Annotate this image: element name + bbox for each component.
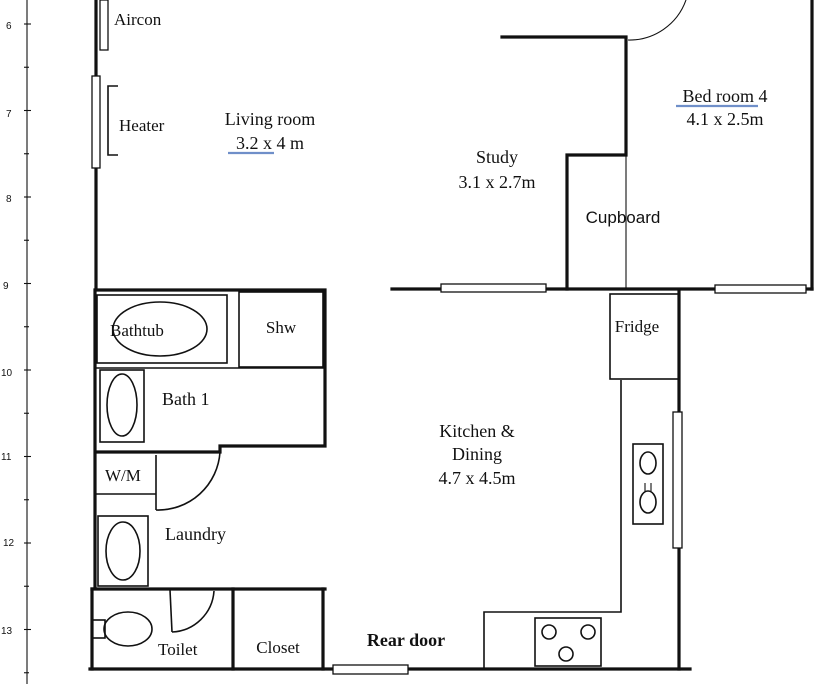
rear-door-icon [332, 664, 409, 675]
laundry-tub-frame [97, 515, 149, 587]
ruler-mark: 11 [1, 452, 12, 463]
living-room-name: Living room [225, 109, 316, 129]
toilet-label: Toilet [158, 640, 198, 659]
closet-label: Closet [256, 638, 300, 657]
window-icon [91, 75, 101, 169]
bedroom-name: Bed room 4 [683, 86, 768, 106]
kitchen-size: 4.7 x 4.5m [438, 468, 515, 488]
wall-bathroom [94, 288, 327, 454]
bathtub-frame [96, 294, 228, 364]
bathtub-icon [112, 301, 208, 357]
fridge-frame [609, 293, 680, 380]
cistern-icon [91, 619, 106, 639]
study-name: Study [476, 147, 518, 167]
heater-unit [91, 75, 118, 169]
bedroom-size: 4.1 x 2.5m [686, 109, 763, 129]
toilet-door-leaf [169, 589, 173, 633]
heater-label: Heater [119, 116, 165, 135]
kitchen-name: Kitchen & [439, 421, 514, 441]
basin-icon [106, 373, 138, 437]
kitchen-name-line2: Dining [452, 444, 502, 464]
ruler-ticks [24, 23, 31, 674]
sink-icon [632, 443, 664, 525]
laundry-tub-icon [105, 521, 141, 581]
bath1-label: Bath 1 [162, 389, 210, 409]
shower-label: Shw [266, 318, 297, 337]
shower-frame [238, 291, 324, 368]
ruler-mark: 6 [6, 21, 12, 32]
cupboard-label: Cupboard [586, 208, 661, 227]
aircon-icon [99, 0, 109, 51]
laundry-label: Laundry [165, 524, 226, 544]
ruler-mark: 8 [6, 194, 12, 205]
ruler-mark: 7 [6, 109, 12, 120]
fridge-label: Fridge [615, 317, 659, 336]
toilet-icon [103, 611, 153, 647]
bedroom-door-swing [627, 0, 687, 41]
cooktop-icon [534, 617, 602, 667]
living-room-size: 3.2 x 4 m [236, 133, 304, 153]
rear-door-label: Rear door [367, 630, 445, 650]
scale-ruler: 6 7 8 9 10 11 12 13 [1, 0, 31, 684]
wall-study-bedroom [500, 35, 628, 291]
kitchen-bench [483, 380, 622, 668]
ruler-mark: 12 [3, 538, 15, 549]
window-icon [714, 284, 807, 294]
window-icon [672, 411, 683, 549]
window-icon [440, 283, 547, 293]
basin-frame [99, 369, 145, 443]
heater-icon [107, 85, 118, 156]
aircon-label: Aircon [114, 10, 162, 29]
laundry-door-swing [155, 451, 221, 511]
ruler-mark: 10 [1, 368, 13, 379]
study-size: 3.1 x 2.7m [458, 172, 535, 192]
washing-machine-label: W/M [105, 466, 141, 485]
aircon-unit [99, 0, 109, 51]
bathtub-label: Bathtub [110, 321, 164, 340]
toilet-door-swing [171, 590, 215, 633]
ruler-mark: 9 [3, 281, 9, 292]
ruler-mark: 13 [1, 626, 13, 637]
